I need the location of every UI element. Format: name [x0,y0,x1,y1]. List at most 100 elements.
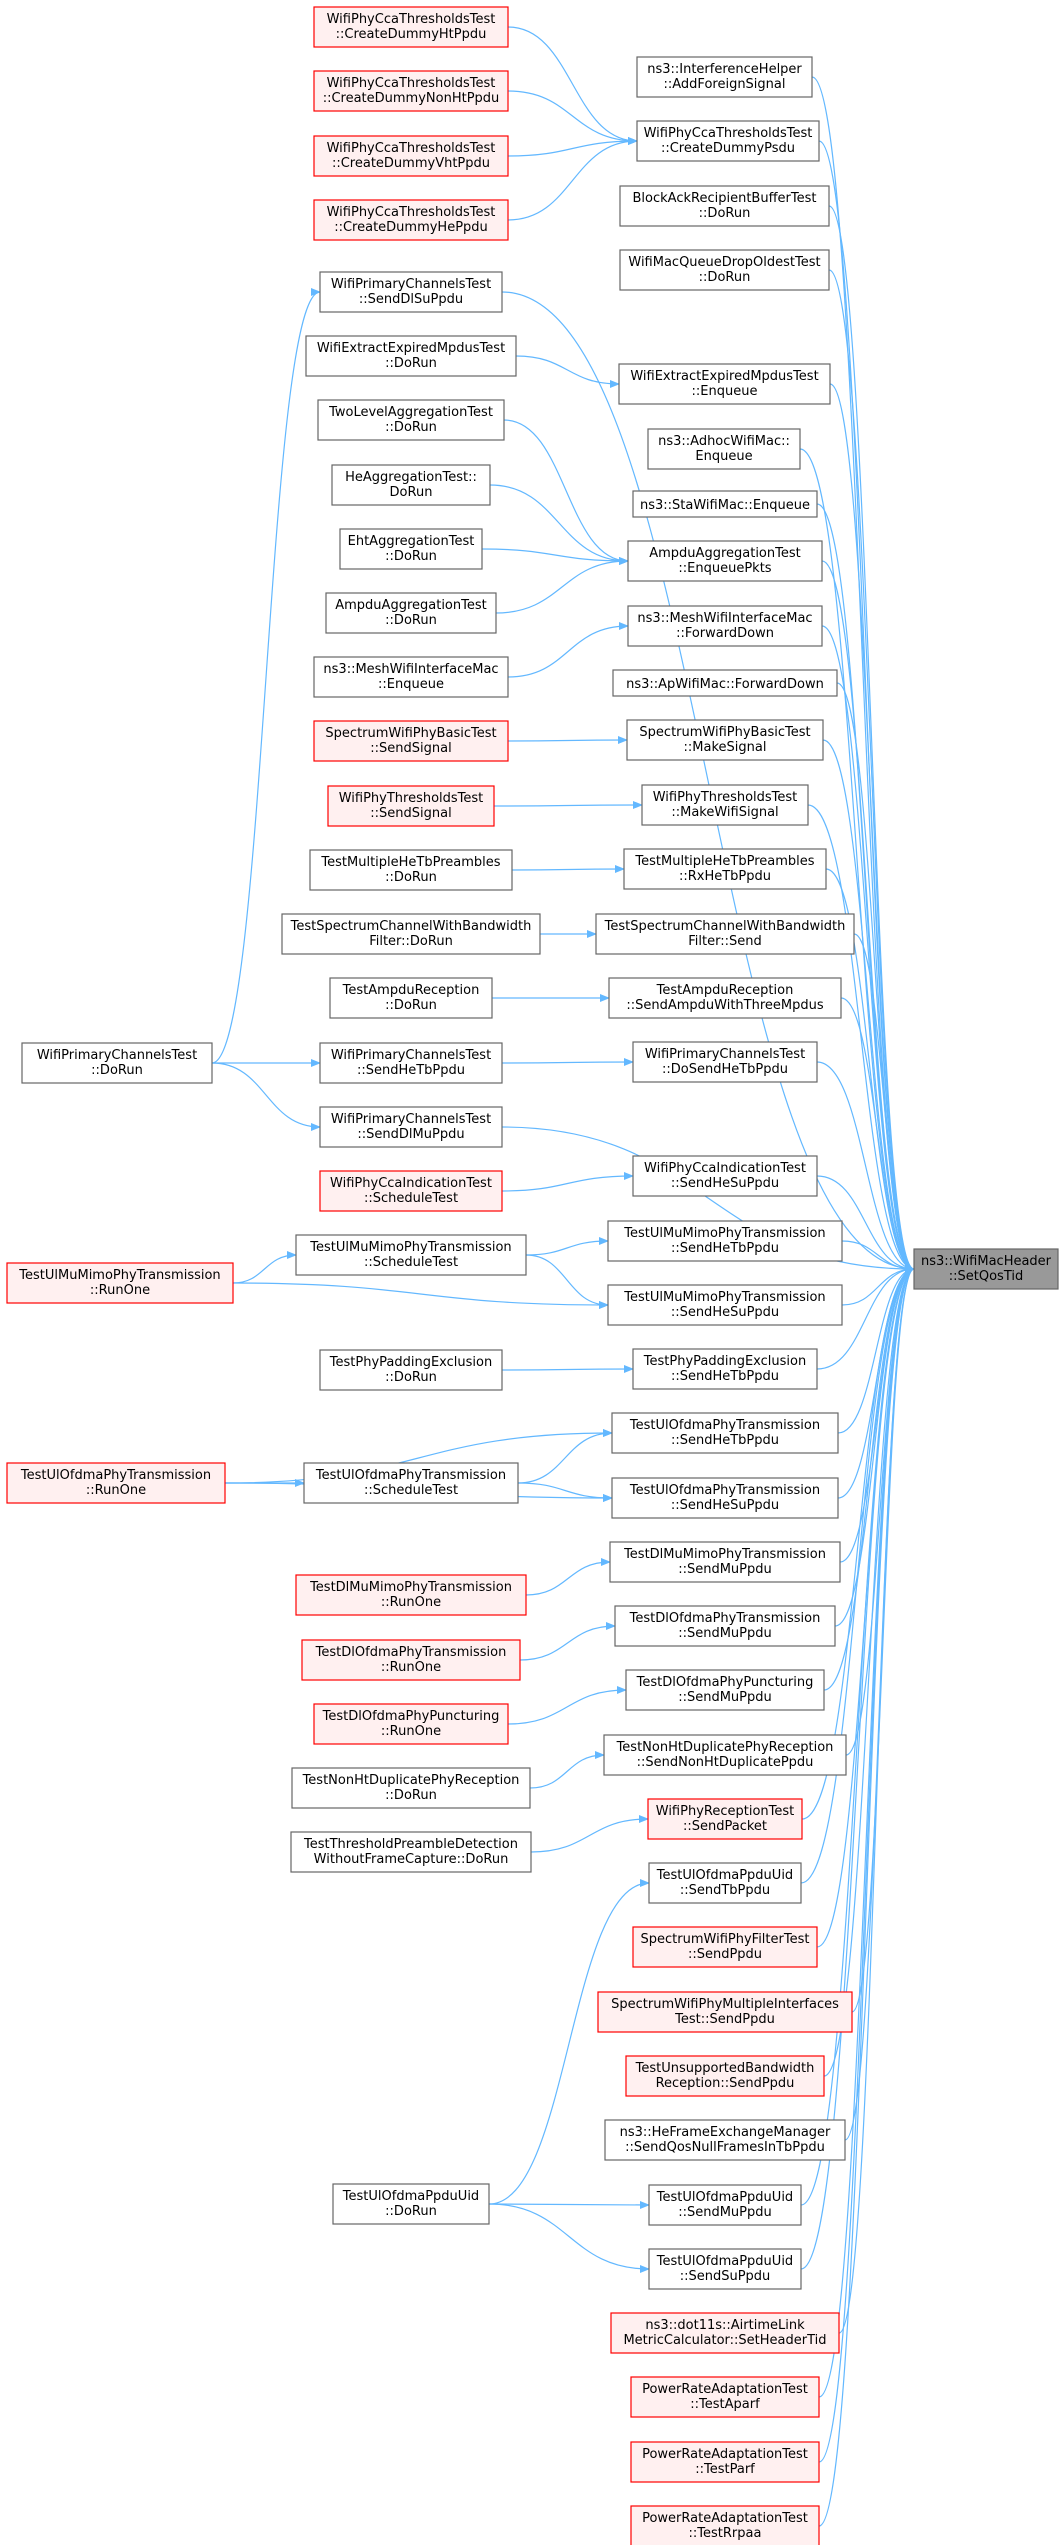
function-node[interactable]: WifiPrimaryChannelsTest::SendDlSuPpdu [319,271,503,313]
function-node[interactable]: TestDlOfdmaPhyPuncturing::SendMuPpdu [625,1669,825,1711]
function-node[interactable]: TestUlOfdmaPhyTransmission::SendHeTbPpdu [611,1412,839,1454]
edge-a_umr-to-b_ust [232,1251,297,1284]
function-node[interactable]: WifiPrimaryChannelsTest::SendHeTbPpdu [319,1042,503,1084]
edge-c_usu-to-target [800,1265,915,2270]
node-box [625,2055,825,2097]
function-node[interactable]: TestDlOfdmaPhyTransmission::SendMuPpdu [614,1605,836,1647]
function-node[interactable]: AmpduAggregationTest::EnqueuePkts [627,540,823,582]
node-label: TestUlOfdmaPpduUid [342,2189,479,2204]
edge-b_sbs-to-c_sms [507,736,628,745]
function-node[interactable]: ns3::ApWifiMac::ForwardDown [612,669,838,697]
function-node[interactable]: WifiMacQueueDropOldestTest::DoRun [619,249,830,291]
target-node[interactable]: ns3::WifiMacHeader::SetQosTid [913,1248,1059,1290]
function-node[interactable]: TestMultipleHeTbPreambles::RxHeTbPpdu [623,848,827,890]
edge-b_cdh-to-c_cdp [507,26,638,145]
function-node[interactable]: TestMultipleHeTbPreambles::DoRun [309,849,513,891]
function-node[interactable]: WifiPhyCcaThresholdsTest::CreateDummyPsd… [636,120,820,162]
function-node[interactable]: TestUlOfdmaPpduUid::SendSuPpdu [648,2248,802,2290]
function-node[interactable]: ns3::StaWifiMac::Enqueue [632,490,818,518]
function-node[interactable]: TestUlOfdmaPhyTransmission::SendHeSuPpdu [611,1477,839,1519]
function-node[interactable]: SpectrumWifiPhyMultipleInterfacesTest::S… [597,1991,853,2033]
function-node[interactable]: WifiPhyCcaThresholdsTest::CreateDummyNon… [313,70,509,112]
function-node[interactable]: WifiExtractExpiredMpdusTest::DoRun [305,335,517,377]
function-node[interactable]: WifiPhyCcaThresholdsTest::CreateDummyHeP… [313,199,509,241]
function-node[interactable]: TestDlMuMimoPhyTransmission::RunOne [295,1574,527,1616]
function-node[interactable]: WifiExtractExpiredMpdusTest::Enqueue [618,363,831,405]
function-node[interactable]: PowerRateAdaptationTest::TestAparf [630,2376,820,2418]
function-node[interactable]: SpectrumWifiPhyFilterTest::SendPpdu [632,1926,818,1968]
function-node[interactable]: TestDlMuMimoPhyTransmission::SendMuPpdu [609,1541,841,1583]
node-box [309,849,513,891]
function-node[interactable]: WifiPrimaryChannelsTest::DoRun [21,1042,213,1084]
node-box [303,1462,519,1504]
function-node[interactable]: PowerRateAdaptationTest::TestParf [630,2441,820,2483]
function-node[interactable]: TestUlMuMimoPhyTransmission::ScheduleTes… [295,1234,527,1276]
function-node[interactable]: BlockAckRecipientBufferTest::DoRun [619,185,830,227]
function-node[interactable]: TestUlMuMimoPhyTransmission::SendHeSuPpd… [607,1284,843,1326]
function-node[interactable]: WifiPhyCcaThresholdsTest::CreateDummyHtP… [313,6,509,48]
function-node[interactable]: TwoLevelAggregationTest::DoRun [317,399,505,441]
function-node[interactable]: ns3::dot11s::AirtimeLinkMetricCalculator… [610,2312,840,2354]
function-node[interactable]: ns3::MeshWifiInterfaceMac::Enqueue [313,656,509,698]
function-node[interactable]: TestUlMuMimoPhyTransmission::SendHeTbPpd… [607,1220,843,1262]
edge-c_ubr-to-target [823,1265,915,2077]
node-label: ::SendNonHtDuplicatePpdu [637,1755,814,1770]
function-node[interactable]: ns3::HeFrameExchangeManager::SendQosNull… [604,2119,846,2161]
node-box [295,1234,527,1276]
function-node[interactable]: WifiPhyThresholdsTest::MakeWifiSignal [641,784,809,826]
function-node[interactable]: TestUlOfdmaPpduUid::SendMuPpdu [648,2184,802,2226]
function-node[interactable]: PowerRateAdaptationTest::TestRrpaa [630,2505,820,2545]
node-label: ::SendMuPpdu [678,1626,772,1641]
function-node[interactable]: TestSpectrumChannelWithBandwidthFilter::… [595,913,855,955]
function-node[interactable]: TestThresholdPreambleDetectionWithoutFra… [290,1831,532,1873]
function-node[interactable]: ns3::AdhocWifiMac::Enqueue [647,428,801,470]
node-box [913,1248,1059,1290]
function-node[interactable]: TestPhyPaddingExclusion::DoRun [319,1349,503,1391]
function-node[interactable]: WifiPhyCcaIndicationTest::SendHeSuPpdu [632,1155,818,1197]
node-label: WifiPhyCcaIndicationTest [644,1161,806,1176]
function-node[interactable]: HeAggregationTest::DoRun [331,464,491,506]
function-node[interactable]: AmpduAggregationTest::DoRun [325,592,497,634]
function-node[interactable]: TestDlOfdmaPhyTransmission::RunOne [301,1639,521,1681]
function-node[interactable]: TestUlOfdmaPhyTransmission::ScheduleTest [303,1462,519,1504]
function-node[interactable]: SpectrumWifiPhyBasicTest::SendSignal [313,720,509,762]
function-node[interactable]: TestUlMuMimoPhyTransmission::RunOne [6,1262,234,1304]
node-label: ::SendHeSuPpdu [671,1498,779,1513]
function-node[interactable]: TestUlOfdmaPpduUid::SendTbPpdu [648,1862,802,1904]
function-node[interactable]: TestPhyPaddingExclusion::SendHeTbPpdu [632,1348,818,1390]
function-node[interactable]: ns3::MeshWifiInterfaceMac::ForwardDown [627,605,823,647]
function-node[interactable]: WifiPhyCcaThresholdsTest::CreateDummyVht… [313,135,509,177]
node-label: WifiPhyCcaThresholdsTest [327,205,496,220]
edge-b_hea-to-c_aep [489,484,629,565]
function-node[interactable]: TestNonHtDuplicatePhyReception::DoRun [291,1767,531,1809]
function-node[interactable]: SpectrumWifiPhyBasicTest::MakeSignal [626,719,824,761]
edge-c_mfd-to-target [821,625,915,1273]
node-box [313,720,509,762]
function-node[interactable]: TestNonHtDuplicatePhyReception::SendNonH… [603,1734,847,1776]
node-box [6,1262,234,1304]
function-node[interactable]: TestAmpduReception::DoRun [329,977,493,1019]
node-label: TestDlOfdmaPhyPuncturing [636,1675,814,1690]
node-box [630,2441,820,2483]
function-node[interactable]: ns3::InterferenceHelper::AddForeignSigna… [636,56,813,98]
function-node[interactable]: WifiPhyCcaIndicationTest::ScheduleTest [319,1170,503,1212]
function-node[interactable]: TestSpectrumChannelWithBandwidthFilter::… [281,913,541,955]
function-node[interactable]: TestDlOfdmaPhyPuncturing::RunOne [313,1703,509,1745]
function-node[interactable]: WifiPhyThresholdsTest::SendSignal [327,785,495,827]
function-node[interactable]: WifiPrimaryChannelsTest::SendDlMuPpdu [319,1106,503,1148]
node-label: ::TestRrpaa [689,2526,762,2541]
function-node[interactable]: TestUnsupportedBandwidthReception::SendP… [625,2055,825,2097]
function-node[interactable]: WifiPrimaryChannelsTest::DoSendHeTbPpdu [632,1041,818,1083]
node-label: TestUlMuMimoPhyTransmission [623,1290,825,1305]
edge-b_pht-to-c_dos [501,1058,634,1067]
function-node[interactable]: TestUlOfdmaPhyTransmission::RunOne [6,1462,226,1504]
function-node[interactable]: EhtAggregationTest::DoRun [339,528,483,570]
node-label: ::ForwardDown [676,626,774,641]
node-box [632,1041,818,1083]
function-node[interactable]: TestUlOfdmaPpduUid::DoRun [332,2183,490,2225]
function-node[interactable]: TestAmpduReception::SendAmpduWithThreeMp… [608,977,842,1019]
function-node[interactable]: WifiPhyReceptionTest::SendPacket [647,1798,803,1840]
node-label: WifiPhyReceptionTest [656,1804,795,1819]
edge-c_umt-to-target [841,1240,915,1273]
node-label: Reception::SendPpdu [656,2076,795,2091]
